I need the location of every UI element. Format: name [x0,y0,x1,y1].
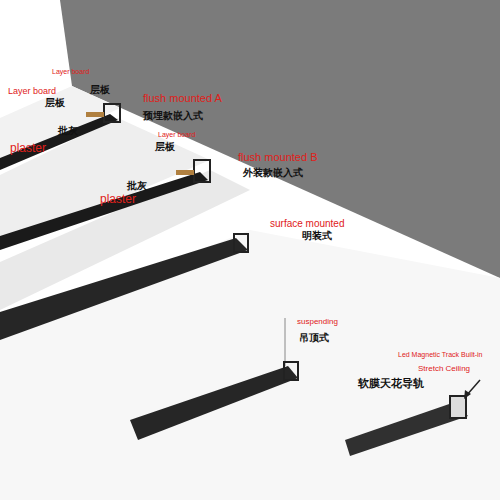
mount-type: suspending [297,318,338,327]
mount-type: Led Magnetic Track Built-in [398,351,482,359]
mount-type: 外装款嵌入式 [243,167,303,178]
track-profile [0,172,208,250]
layer-board [176,170,194,175]
part-name: Layer board [8,87,56,97]
profile-end [194,160,210,182]
part-name: 层板 [155,141,175,152]
track-profile [0,238,248,340]
part-name: 层板 [45,97,65,108]
part-name: 批灰 [58,125,78,136]
mount-type: Stretch Ceiling [418,365,470,374]
mount-type: flush mounted A [143,92,222,104]
part-name: plaster [100,193,136,206]
suspension-wire [285,318,286,366]
slab [0,230,500,500]
part-name: Layer board [52,68,89,76]
profile-end [104,104,120,122]
mount-type: 吊顶式 [299,332,329,343]
part-name: 批灰 [127,180,147,191]
part-name: Layer board [158,131,195,139]
track-profile [0,114,118,170]
mount-type: 明装式 [302,230,332,241]
mount-type: 软膜天花导轨 [358,377,424,389]
part-name: 层板 [90,84,110,95]
profile-end [450,396,466,418]
mount-type: flush mounted B [238,151,318,163]
mount-type: surface mounted [270,218,345,229]
profile-end [284,362,298,380]
track-profile [130,366,298,440]
mount-type: 预埋款嵌入式 [143,110,203,121]
layer-board [86,112,104,117]
arrow-head [464,390,471,399]
part-name: plaster [10,142,46,155]
profile-end [234,234,248,252]
